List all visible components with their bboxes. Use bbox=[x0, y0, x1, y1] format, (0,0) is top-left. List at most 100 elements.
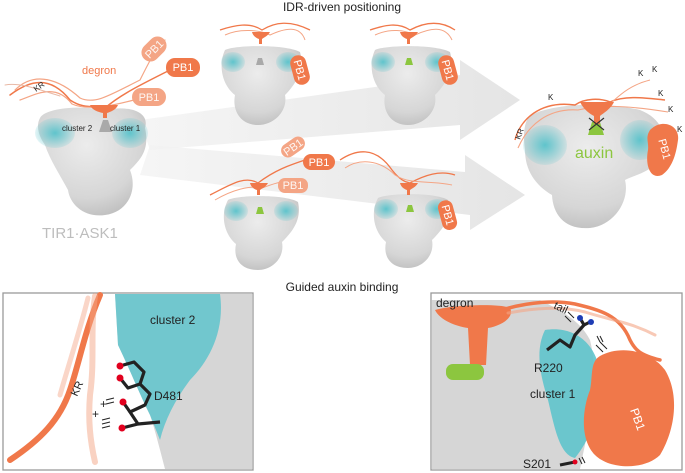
oxygen-atom bbox=[119, 398, 127, 406]
pb1-domain bbox=[141, 36, 167, 62]
plus-charge: + bbox=[100, 397, 107, 411]
degron-detail-label: degron bbox=[436, 296, 473, 310]
degron bbox=[250, 183, 268, 195]
degron-left bbox=[90, 105, 118, 118]
idr-strand bbox=[369, 22, 456, 31]
title-guided-auxin-binding: Guided auxin binding bbox=[286, 280, 399, 294]
interaction-hashes bbox=[101, 397, 115, 429]
interaction-hashes bbox=[578, 456, 586, 465]
idr-strand bbox=[9, 69, 171, 109]
nitrogen-atom bbox=[577, 315, 583, 321]
auxin-molecule bbox=[405, 58, 413, 65]
tail-strand bbox=[503, 300, 662, 362]
pb1-label: PB1 bbox=[439, 59, 456, 82]
kr-detail-label: KR bbox=[69, 379, 86, 398]
receptor-bottom-right-middle: PB1 bbox=[339, 151, 458, 268]
oxygen-atom bbox=[116, 374, 124, 382]
r220-label: R220 bbox=[534, 361, 563, 375]
cluster1-region bbox=[112, 118, 148, 148]
pb1-domain bbox=[647, 123, 679, 176]
idr-strand bbox=[517, 105, 669, 149]
oxygen-atom bbox=[116, 362, 124, 370]
idr-strand bbox=[4, 83, 61, 97]
pb1-label: PB1 bbox=[283, 180, 304, 192]
cluster2-region bbox=[374, 199, 398, 219]
pb1-label: PB1 bbox=[309, 157, 330, 169]
k-label: K bbox=[652, 65, 658, 74]
pb1-domains-left: PB1 PB1 PB1 bbox=[132, 36, 200, 106]
d481-label: D481 bbox=[154, 389, 183, 403]
idr-strand bbox=[339, 151, 456, 184]
s201-label: S201 bbox=[523, 457, 551, 471]
detail-panel-cluster2: cluster 2 KR D481 + + bbox=[2, 292, 254, 471]
cluster2-region bbox=[371, 52, 395, 72]
pb1-domain bbox=[437, 200, 458, 230]
cluster1-label: cluster 1 bbox=[110, 124, 141, 133]
pb1-domain bbox=[278, 178, 308, 193]
receptor-top-middle: PB1 bbox=[219, 22, 311, 125]
oxygen-atom bbox=[118, 424, 126, 432]
receptor-bottom-middle: PB1 PB1 PB1 bbox=[209, 136, 335, 270]
pb1-domain bbox=[303, 154, 335, 170]
interaction-hashes bbox=[564, 311, 604, 343]
binding-pocket bbox=[256, 58, 264, 65]
degron-label-left: degron bbox=[82, 65, 116, 77]
pb1-domain bbox=[281, 136, 305, 158]
receptor-top-right-middle: PB1 bbox=[369, 22, 458, 125]
plus-charge: + bbox=[92, 407, 99, 421]
tail-label: tail bbox=[552, 300, 570, 317]
clash-mark bbox=[588, 117, 605, 131]
k-label: K bbox=[638, 69, 644, 78]
degron bbox=[400, 183, 418, 195]
k-label: K bbox=[658, 89, 664, 98]
detail-panel-cluster1: degron tail PB1 cluster 1 R220 S201 bbox=[430, 292, 683, 471]
degron bbox=[400, 32, 418, 44]
cluster2-region bbox=[224, 201, 248, 221]
cluster2-region bbox=[523, 125, 567, 165]
idr-strand bbox=[344, 161, 453, 186]
auxin-label: auxin bbox=[575, 145, 613, 162]
cluster1-detail-label: cluster 1 bbox=[530, 387, 576, 401]
pb1-label: PB1 bbox=[291, 59, 308, 82]
oxygen-atom bbox=[572, 459, 578, 465]
cluster2-region bbox=[35, 118, 75, 148]
binding-pocket bbox=[99, 120, 112, 132]
cluster2-detail-label: cluster 2 bbox=[150, 313, 196, 327]
degron-detail bbox=[435, 305, 511, 365]
interaction-hashes bbox=[595, 341, 608, 353]
flow-arrows bbox=[140, 60, 525, 230]
idr-strand bbox=[19, 91, 146, 108]
auxin-molecule bbox=[406, 205, 414, 212]
panel-frame bbox=[2, 292, 254, 471]
auxin-molecule bbox=[256, 207, 264, 214]
cluster2-label: cluster 2 bbox=[62, 124, 93, 133]
pb1-domain bbox=[290, 55, 310, 85]
idr-strand-detail bbox=[7, 292, 103, 463]
panel-frame bbox=[430, 292, 683, 471]
idr-strand-detail bbox=[86, 293, 98, 465]
receptor-right-bound: auxin PB1 KR K K K K K K bbox=[513, 65, 683, 229]
k-label: K bbox=[668, 105, 674, 114]
idr-strand bbox=[514, 96, 666, 141]
pb1-domain bbox=[166, 58, 200, 77]
idr-strand bbox=[611, 79, 651, 103]
cluster2-surface bbox=[115, 294, 221, 440]
pb1-label: PB1 bbox=[139, 92, 160, 104]
title-idr-positioning: IDR-driven positioning bbox=[283, 0, 401, 14]
auxin-pocket-detail bbox=[446, 364, 484, 380]
receptor-label: TIR1·ASK1 bbox=[42, 225, 118, 242]
nitrogen-atom bbox=[588, 319, 594, 325]
pb1-domain bbox=[132, 88, 166, 106]
pb1-label: PB1 bbox=[655, 138, 672, 161]
idr-strand bbox=[219, 22, 311, 31]
k-label: K bbox=[548, 93, 554, 102]
pb1-detail bbox=[583, 350, 675, 467]
idr-strand bbox=[224, 28, 306, 41]
idr-strand-detail bbox=[57, 295, 91, 398]
receptor-left: cluster 2 cluster 1 TIR1·ASK1 bbox=[35, 107, 148, 242]
cluster2-region bbox=[221, 52, 245, 72]
kr-label-right: KR bbox=[513, 127, 525, 141]
tail-strand bbox=[506, 306, 657, 337]
degron bbox=[580, 102, 614, 124]
